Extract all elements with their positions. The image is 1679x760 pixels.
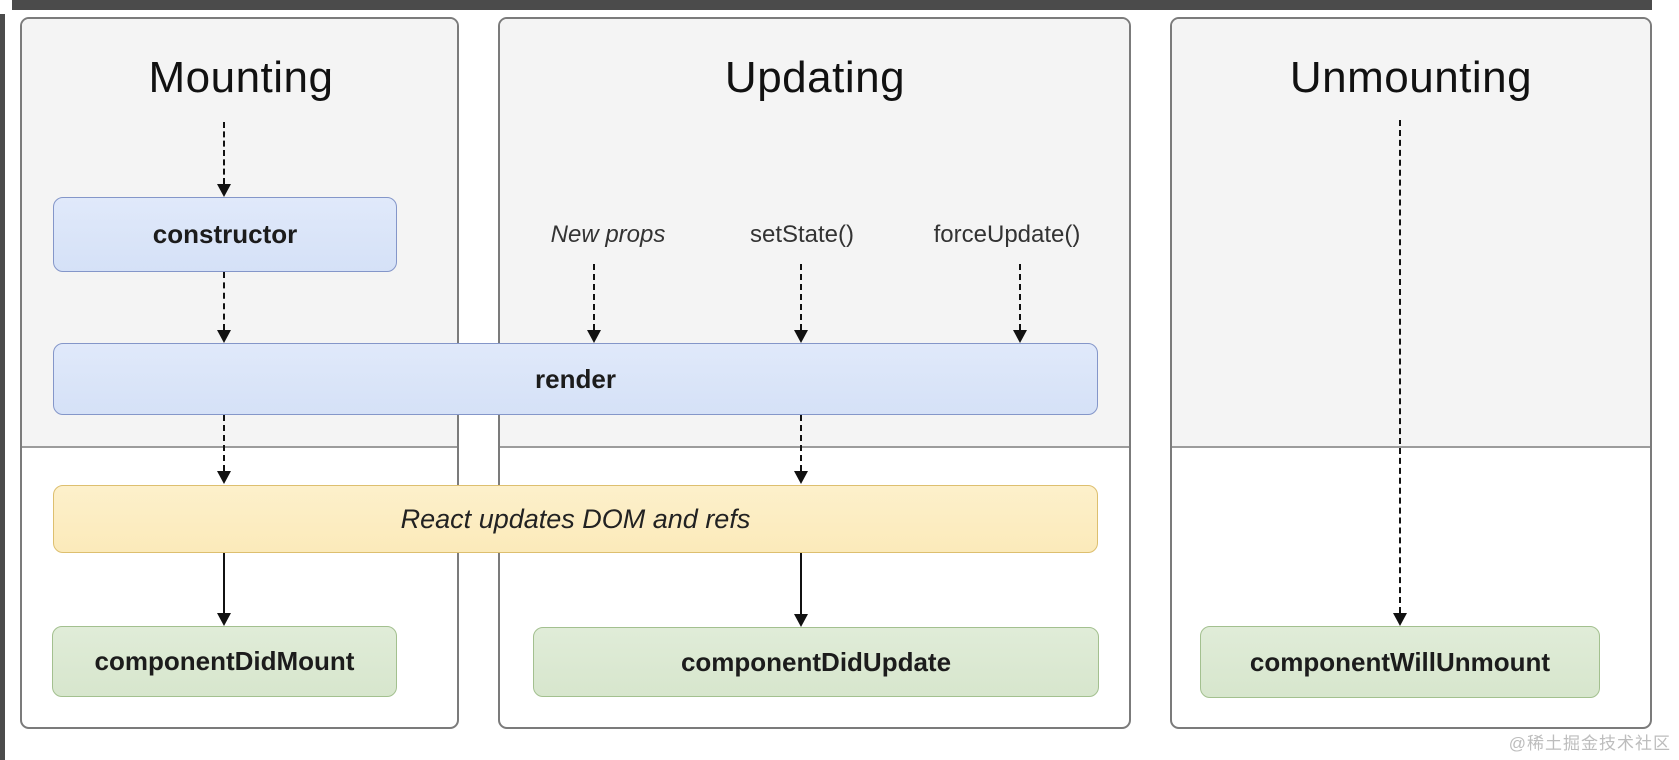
component-did-update-label: componentDidUpdate (680, 646, 952, 677)
arrow-head-icon (1393, 613, 1407, 626)
title-mounting: Mounting (148, 53, 334, 102)
component-did-mount-box[interactable]: componentDidMount (52, 626, 397, 697)
arrow-head-icon (1013, 330, 1027, 343)
juejin-watermark: @稀土掘金技术社区 (1508, 734, 1671, 753)
trigger-new-props: New props (550, 221, 666, 248)
unmounting-render-phase-area (1172, 19, 1650, 448)
arrow-head-icon (217, 471, 231, 484)
react-updates-dom-box: React updates DOM and refs (53, 485, 1098, 553)
render-label: render (535, 363, 616, 394)
arrow-head-icon (217, 613, 231, 626)
component-did-update-box[interactable]: componentDidUpdate (533, 627, 1099, 697)
arrow-head-icon (217, 330, 231, 343)
component-did-mount-label: componentDidMount (94, 646, 355, 676)
arrow-head-icon (794, 330, 808, 343)
trigger-set-state: setState() (749, 221, 855, 248)
react-updates-dom-label: React updates DOM and refs (400, 503, 751, 534)
trigger-force-update: forceUpdate() (933, 221, 1081, 248)
component-will-unmount-box[interactable]: componentWillUnmount (1200, 626, 1600, 698)
frame-left-bar (0, 14, 5, 760)
render-box[interactable]: render (53, 343, 1098, 415)
arrow-head-icon (794, 471, 808, 484)
frame-top-bar (12, 0, 1652, 10)
constructor-label: constructor (152, 219, 298, 249)
constructor-box[interactable]: constructor (53, 197, 397, 272)
arrow-head-icon (794, 614, 808, 627)
arrow-head-icon (587, 330, 601, 343)
title-unmounting: Unmounting (1289, 53, 1533, 102)
component-will-unmount-label: componentWillUnmount (1249, 646, 1551, 677)
arrow-head-icon (217, 184, 231, 197)
panel-unmounting (1170, 17, 1652, 729)
title-updating: Updating (724, 53, 906, 102)
